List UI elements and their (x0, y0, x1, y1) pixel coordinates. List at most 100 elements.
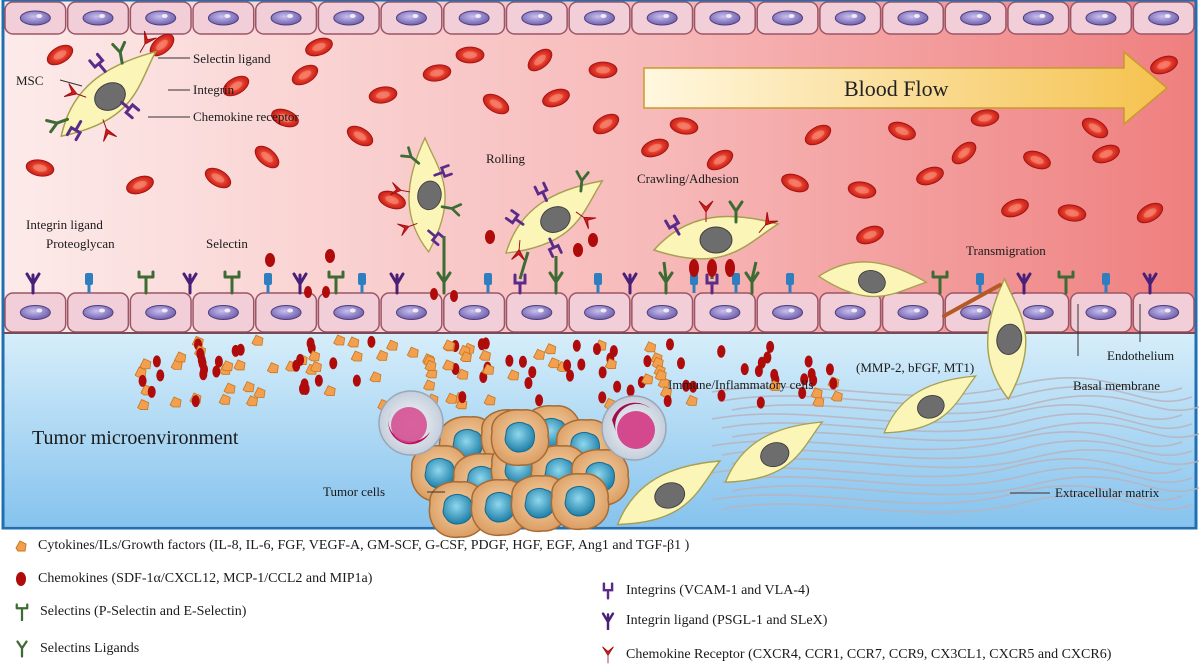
msc-cell (616, 460, 722, 526)
legend-cytokines: Cytokines/ILs/Growth factors (IL-8, IL-6… (14, 538, 689, 554)
cytokine-molecule (644, 341, 657, 353)
red-blood-cell (291, 64, 319, 86)
tumor-cells-label: Tumor cells (323, 484, 385, 499)
red-blood-cell (527, 48, 553, 72)
cytokine-molecule (423, 379, 436, 391)
ecm-fiber (721, 386, 1193, 406)
blood-flow-arrow (643, 50, 1169, 126)
endothelial-cell (944, 1, 1007, 35)
red-blood-cell (916, 166, 944, 186)
ecm-fiber (721, 467, 1193, 487)
endothelial-cell (254, 292, 318, 333)
red-blood-cell (804, 124, 832, 146)
endothelial-cell (568, 1, 631, 35)
legend-selectins-text: Selectins (P-Selectin and E-Selectin) (40, 604, 247, 619)
chemokine-molecule (147, 385, 156, 398)
selectin-ligand-label: Selectin ligand (193, 51, 271, 66)
ecm-fiber (711, 485, 1183, 505)
immune-cells-label: Immune/Inflammatory cells (668, 377, 814, 392)
chemokine-molecule (528, 366, 537, 379)
red-blood-cell (1023, 150, 1051, 170)
tumor-cell (490, 408, 550, 467)
endothelial-cell (756, 292, 819, 333)
red-blood-cells (25, 33, 1178, 245)
endothelial-cell (693, 292, 756, 333)
integrin-label: Integrin (193, 82, 235, 97)
chemokine-molecule (265, 253, 275, 267)
chemokine-molecule (367, 335, 376, 348)
endothelial-cell (443, 292, 506, 333)
cytokine-molecule (830, 390, 843, 402)
chemokine-molecule (613, 380, 622, 393)
red-blood-cell (204, 167, 232, 189)
chemokine-molecule (598, 366, 607, 379)
cytokine-molecule (768, 380, 781, 391)
red-blood-cell (542, 88, 570, 108)
red-blood-cell (1001, 198, 1029, 218)
cytokine-molecule (482, 363, 495, 375)
chemokine-molecule (756, 396, 765, 409)
ecm-fiber (731, 476, 1199, 496)
red-blood-cell (592, 113, 620, 135)
chemokine-molecule (800, 373, 809, 386)
endothelial-cell (4, 1, 67, 35)
endothelial-cell (631, 292, 694, 333)
red-blood-cell (641, 138, 669, 158)
ecm-fiber (731, 449, 1199, 469)
legend-chemokines: Chemokines (SDF-1α/CXCL12, MCP-1/CCL2 an… (14, 571, 372, 587)
tumor-cell-cluster (410, 404, 630, 539)
tumor-microenvironment-label: Tumor microenvironment (32, 427, 239, 449)
ecm-fiber (731, 422, 1199, 442)
chemokine-molecule (296, 353, 305, 366)
endothelial-cell (4, 292, 67, 333)
cytokine-molecule (223, 382, 236, 394)
legend-selectin-ligands-text: Selectins Ligands (40, 641, 140, 656)
red-blood-cell (482, 93, 510, 115)
endothelial-cell (129, 1, 192, 35)
chemokine-molecule (535, 394, 544, 407)
red-blood-cell (368, 86, 398, 104)
endothelial-cell (631, 1, 694, 35)
rolling-label: Rolling (486, 151, 526, 166)
ecm-fiber (721, 440, 1193, 460)
cytokine-molecule (375, 349, 388, 361)
msc-cell (724, 421, 824, 483)
cytokine-molecule (654, 369, 667, 381)
cytokine-molecule (641, 373, 654, 385)
chemokine-molecule (298, 382, 307, 395)
chemokine-molecule (450, 290, 458, 302)
top-endothelium-layer (4, 1, 1195, 35)
endothelial-cell (505, 292, 568, 333)
cytokine-molecule (659, 386, 672, 398)
legend-selectin-ligands: Selectins Ligands (14, 640, 139, 658)
legend-chemokine-receptor-text: Chemokine Receptor (CXCR4, CCR1, CCR7, C… (626, 647, 1112, 662)
red-blood-cell (856, 225, 884, 245)
adhesion-tether (750, 261, 758, 280)
bound-chemokine (689, 259, 699, 277)
chemokine-molecule (236, 343, 245, 356)
msc-cell (45, 30, 158, 142)
chemokine-molecule (138, 374, 147, 387)
chemokine-molecule (588, 233, 598, 247)
red-blood-cell (46, 44, 74, 66)
cytokine-molecule (533, 348, 546, 360)
proteoglycan-label: Proteoglycan (46, 236, 115, 251)
endothelial-cell (254, 1, 318, 35)
chemokine-molecule (809, 374, 818, 387)
cytokine-molecule (685, 394, 698, 406)
endothelial-cell (66, 292, 130, 333)
adhesion-tether (662, 261, 668, 280)
chemokine-molecule (665, 338, 674, 351)
cytokine-icon (15, 540, 27, 552)
endothelial-cell (380, 292, 443, 333)
ecm-fiber (721, 494, 1193, 514)
selectin-icon (15, 603, 29, 621)
chemokine-molecule (592, 342, 601, 355)
red-blood-cell (455, 46, 485, 64)
chemokine-molecule (643, 355, 652, 368)
legend-integrins: Integrins (VCAM-1 and VLA-4) (600, 582, 810, 600)
cytokine-molecule (406, 346, 419, 358)
endothelial-cell (317, 292, 380, 333)
cytokine-molecule (169, 396, 182, 408)
